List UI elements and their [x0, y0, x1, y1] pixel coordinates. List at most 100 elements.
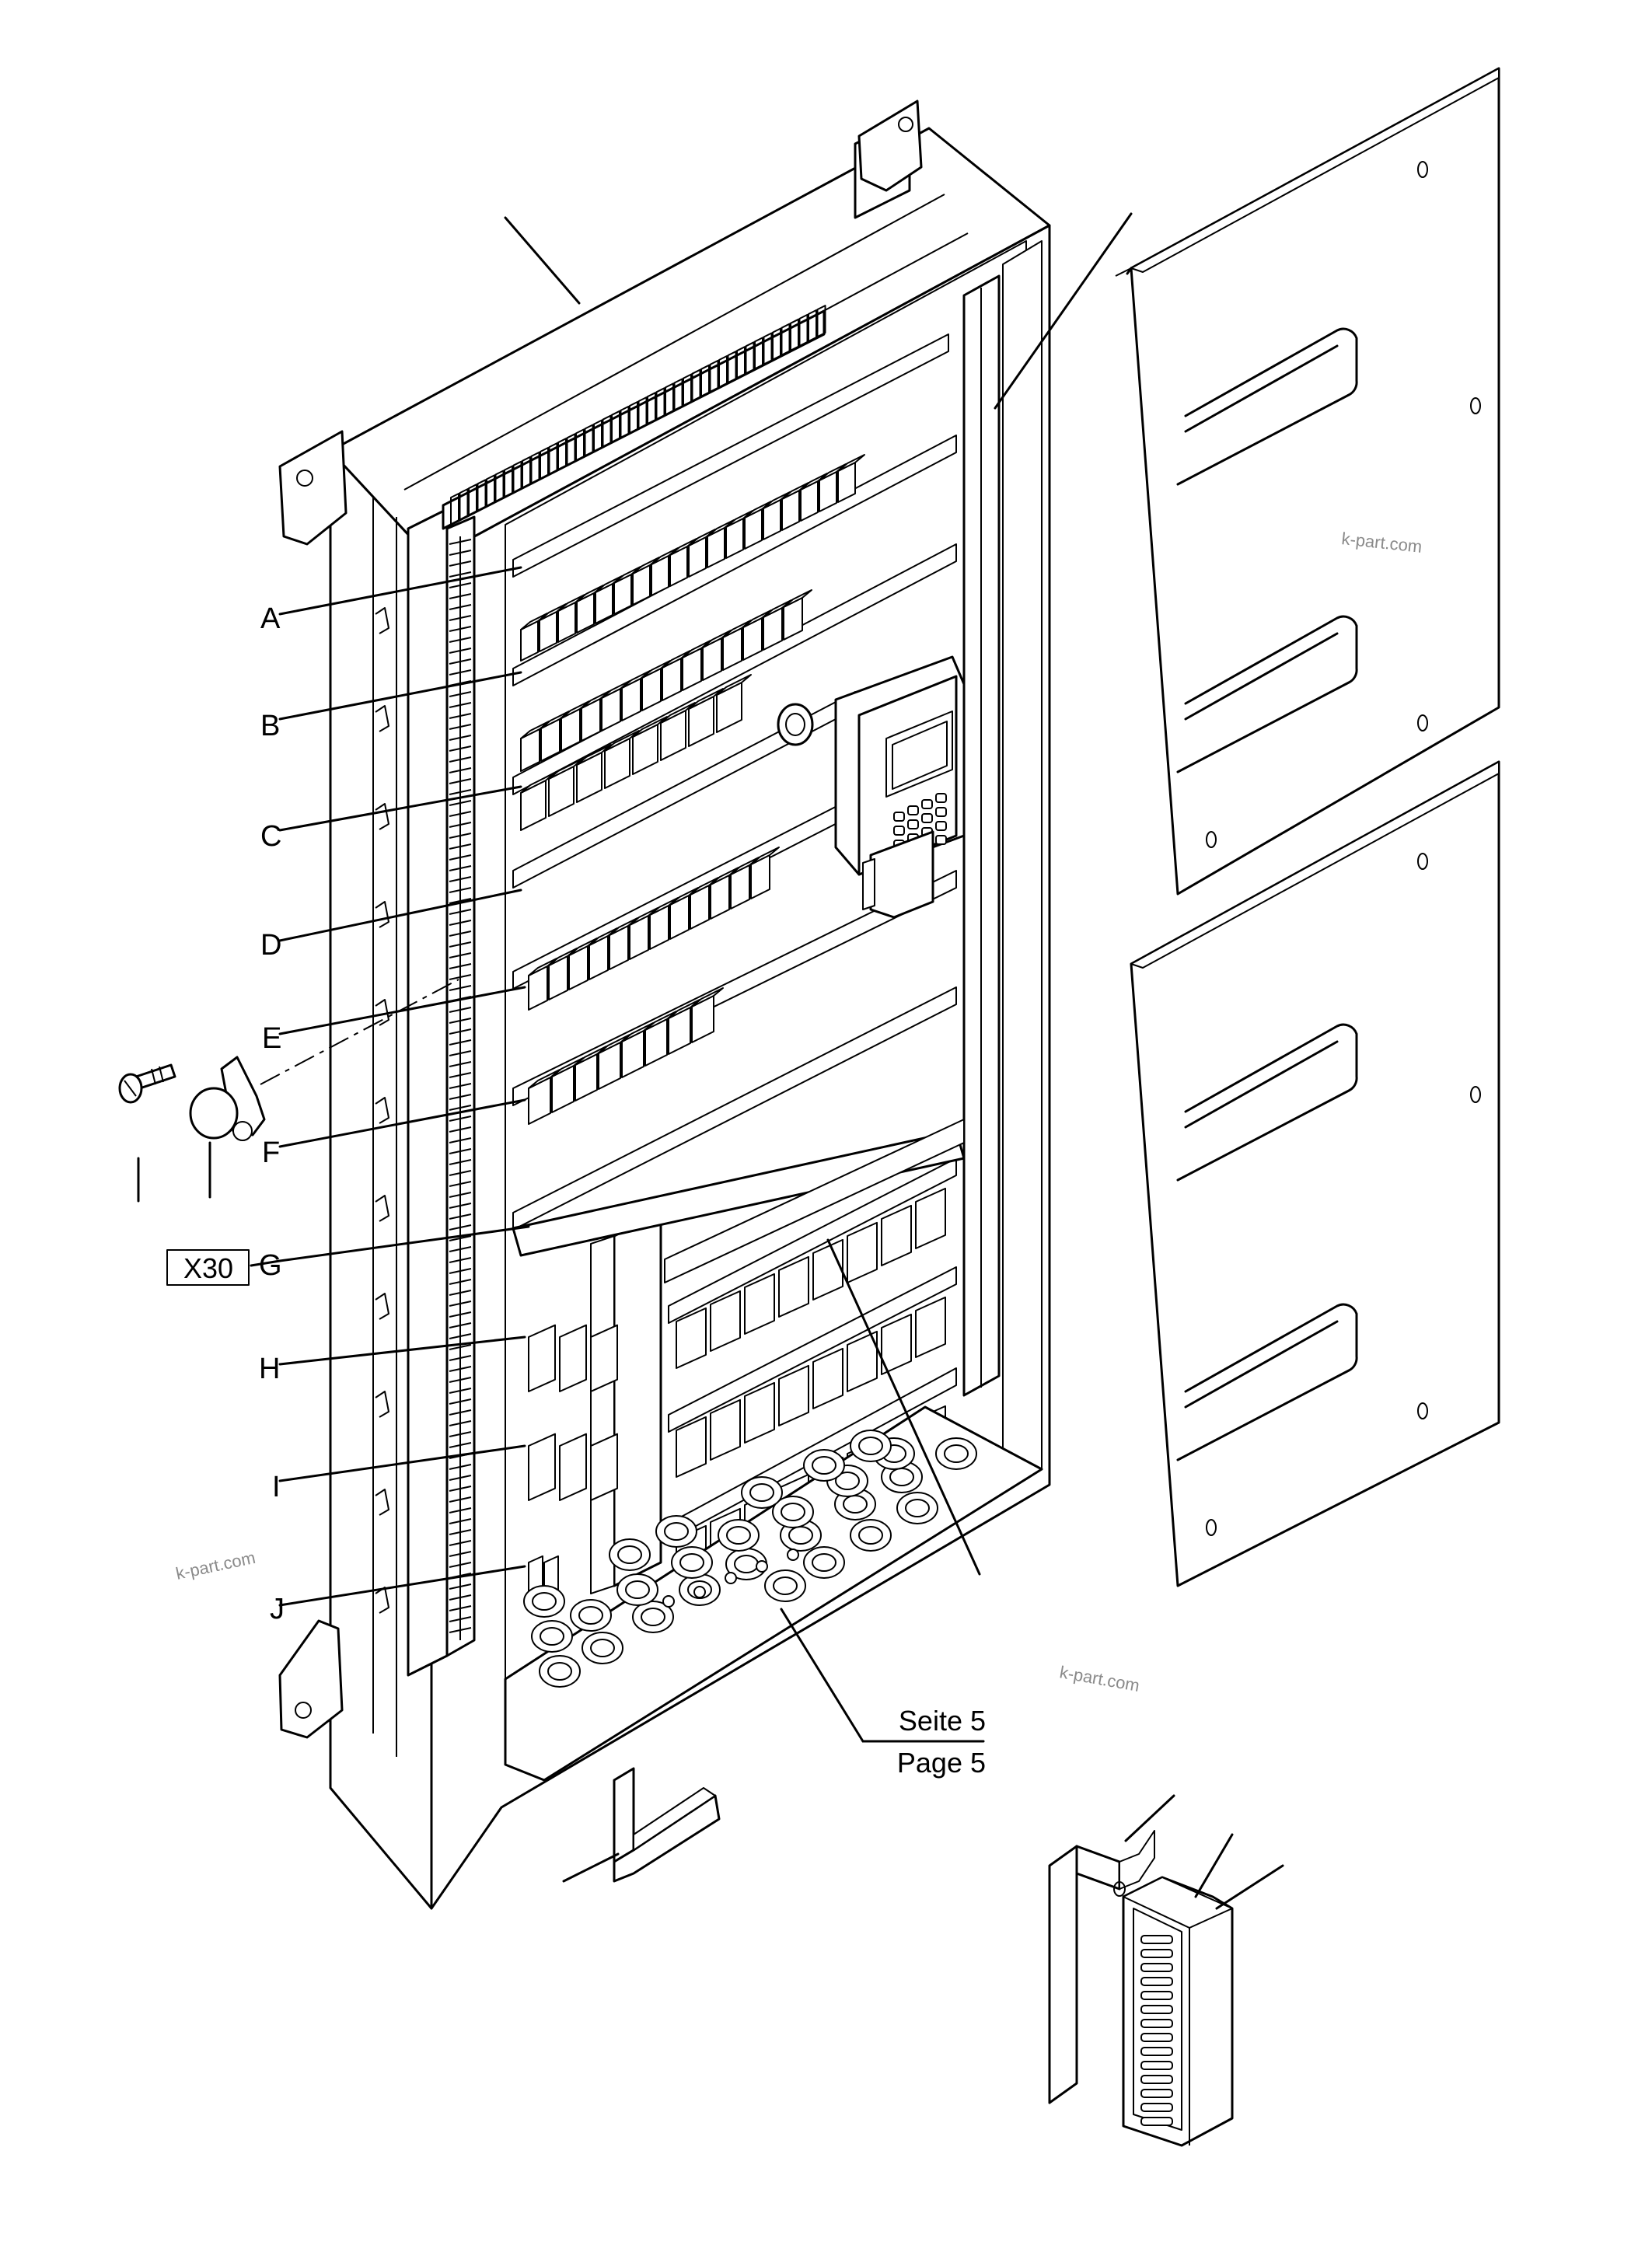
- rail-slot: [449, 626, 472, 632]
- profile-slot: [1140, 1935, 1173, 1944]
- terminal-block: [736, 346, 746, 379]
- terminal-block: [459, 488, 469, 522]
- rail-slot: [449, 724, 472, 730]
- rail-slot: [449, 1268, 472, 1274]
- cable-gland: [632, 1601, 674, 1633]
- rail-slot: [449, 1322, 472, 1329]
- cable-gland-inner: [679, 1553, 704, 1572]
- rail-slot: [449, 1562, 472, 1568]
- cable-gland-inner: [781, 1503, 805, 1521]
- rail-slot: [449, 582, 472, 588]
- din-rail: [512, 333, 949, 578]
- terminal-block: [754, 337, 763, 370]
- terminal-block: [504, 465, 513, 498]
- rail-slot: [449, 1464, 472, 1470]
- rail-tab: [375, 1489, 389, 1516]
- terminal-block: [602, 414, 612, 448]
- upper-door-panel: [1115, 67, 1500, 896]
- rail-slot: [449, 1377, 472, 1383]
- rail-slot: [449, 941, 472, 948]
- terminal-module: [590, 1433, 618, 1501]
- terminal-block: [683, 373, 692, 407]
- terminal-module: [847, 1330, 878, 1392]
- relay-top: [750, 847, 780, 865]
- relay-row-e: [528, 847, 780, 1011]
- watermark-2: k-part.com: [174, 1548, 257, 1583]
- relay-top: [716, 674, 752, 696]
- rail-slot: [449, 1018, 472, 1024]
- rail-slot: [449, 854, 472, 861]
- terminal-module: [812, 1347, 843, 1409]
- rail-slot: [449, 767, 472, 773]
- rail-slot: [449, 1072, 472, 1078]
- terminal-module: [528, 1433, 556, 1501]
- rail-slot: [449, 876, 472, 882]
- terminal-module: [778, 1255, 809, 1318]
- rail-slot: [449, 560, 472, 567]
- rail-slot: [449, 615, 472, 621]
- terminal-block: [494, 470, 505, 503]
- cable-gland: [772, 1496, 814, 1528]
- profile-rail-detail: [1048, 1794, 1284, 2147]
- connector-label-box: X30: [166, 1249, 250, 1286]
- terminal-block: [673, 378, 683, 411]
- cable-gland-inner: [812, 1553, 836, 1572]
- rail-slot: [449, 1050, 472, 1056]
- cable-gland-inner: [944, 1444, 969, 1463]
- rail-slot: [449, 1616, 472, 1622]
- terminal-block: [611, 410, 620, 443]
- rail-slot: [449, 1039, 472, 1046]
- terminal-block: [629, 401, 638, 434]
- terminal-block: [691, 368, 701, 402]
- rail-slot: [449, 1290, 472, 1296]
- cable-gland-inner: [590, 1639, 615, 1657]
- terminal-block: [450, 493, 459, 525]
- profile-slot: [1140, 2005, 1173, 2014]
- rail-slot: [449, 637, 472, 643]
- right-rail: [962, 240, 1043, 1493]
- keypad-key: [935, 793, 947, 803]
- rail-tab: [375, 1097, 389, 1124]
- rail-slot: [449, 1486, 472, 1492]
- relay-row-f: [528, 987, 724, 1125]
- rail-tab: [375, 1293, 389, 1320]
- rail-slot: [449, 1594, 472, 1601]
- rail-slot: [449, 669, 472, 676]
- cable-gland-inner: [749, 1483, 774, 1502]
- relay-row-c: [520, 674, 752, 831]
- rail-slot: [449, 920, 472, 926]
- callout-a: A: [260, 602, 281, 635]
- cable-gland: [570, 1599, 612, 1632]
- din-rail: [668, 1157, 957, 1324]
- callout-labels: A B C D E F G H I J: [259, 602, 285, 1625]
- profile-slot: [1140, 1963, 1173, 1972]
- cable-gland: [671, 1546, 713, 1579]
- cable-gland: [616, 1573, 658, 1606]
- profile-slot: [1140, 2047, 1173, 2056]
- rail-slot: [449, 593, 472, 599]
- terminal-module: [744, 1273, 775, 1335]
- rail-slot: [449, 789, 472, 795]
- profile-slot: [1140, 2019, 1173, 2028]
- rail-slot: [449, 1094, 472, 1100]
- rail-slot: [449, 898, 472, 904]
- terminal-block: [647, 392, 656, 425]
- terminal-block: [718, 355, 728, 388]
- terminal-block: [512, 460, 522, 494]
- cable-gland-inner: [664, 1522, 689, 1541]
- rail-slot: [449, 833, 472, 839]
- rail-slot: [449, 1105, 472, 1111]
- terminal-module: [881, 1204, 912, 1266]
- din-rail: [668, 1266, 957, 1433]
- rail-slot: [449, 756, 472, 763]
- rail-slot: [449, 550, 472, 556]
- rail-slot: [449, 604, 472, 610]
- terminal-module: [778, 1364, 809, 1426]
- rail-slot: [449, 658, 472, 665]
- cable-gland: [850, 1519, 892, 1552]
- callout-f: F: [262, 1136, 280, 1169]
- rail-slot: [449, 1213, 472, 1220]
- terminal-block: [637, 396, 648, 430]
- cable-gland-inner: [641, 1608, 665, 1626]
- keypad-key: [893, 826, 905, 836]
